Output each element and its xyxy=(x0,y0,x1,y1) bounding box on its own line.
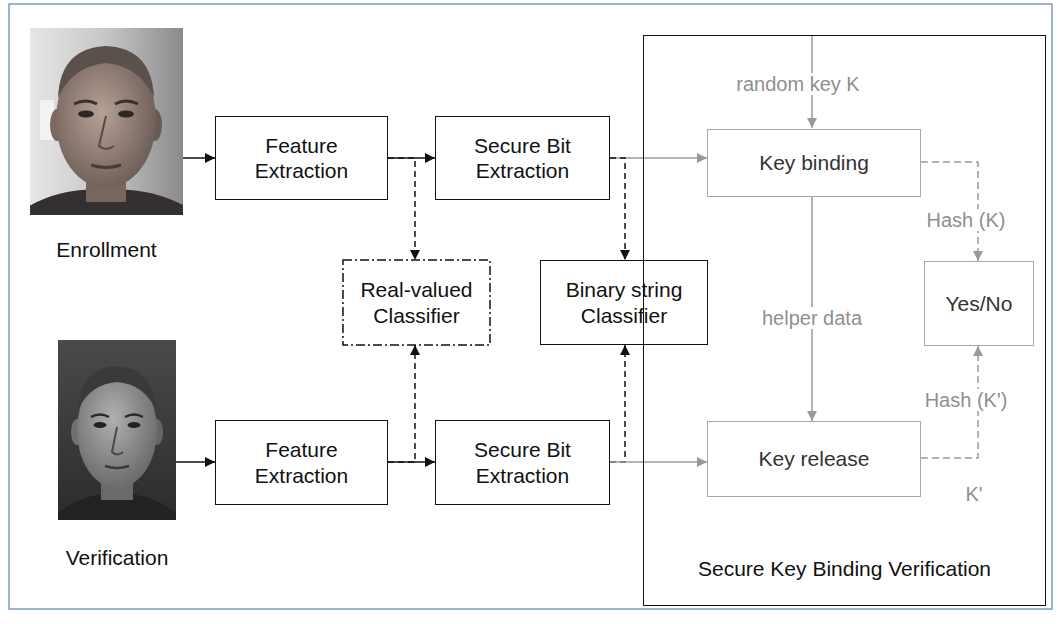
arrow-connector xyxy=(183,157,215,159)
decision-box: Yes/No xyxy=(924,261,1034,346)
arrow-connector xyxy=(176,461,215,463)
edge-label: helper data xyxy=(759,307,865,329)
edge-label-anchor: Hash (K') xyxy=(922,388,1011,412)
outer-frame xyxy=(9,4,1052,609)
process-box: Secure Bit Extraction xyxy=(435,116,610,200)
arrow-connector xyxy=(610,461,707,463)
process-box: Secure Bit Extraction xyxy=(435,420,610,505)
arrow-connector xyxy=(388,345,415,462)
verification-face-photo xyxy=(58,340,176,520)
node-text: Verification xyxy=(58,545,176,570)
process-box: Key binding xyxy=(707,129,921,197)
classifier-box: Real-valued Classifier xyxy=(343,260,490,345)
node-text: Feature Extraction xyxy=(224,437,379,487)
node-text: Secure Bit Extraction xyxy=(444,437,601,487)
face-photo: Verification xyxy=(58,340,176,580)
arrow-connector xyxy=(610,345,625,462)
node-text: Yes/No xyxy=(946,291,1013,316)
signal-label: random key K xyxy=(733,73,862,95)
edge-label: Hash (K) xyxy=(924,209,1009,231)
node-text: Enrollment xyxy=(30,237,183,262)
process-box: Feature Extraction xyxy=(215,116,388,200)
dashdot-outline xyxy=(343,260,490,345)
node-text: Secure Key Binding Verification xyxy=(698,556,991,581)
edge-label: Hash (K') xyxy=(922,389,1011,411)
classifier-box: Binary string Classifier xyxy=(540,260,708,345)
edge-label-anchor: helper data xyxy=(759,306,865,330)
node-text: Binary string Classifier xyxy=(549,277,699,327)
node-text: Secure Bit Extraction xyxy=(444,133,601,183)
process-box: Key release xyxy=(707,421,921,497)
arrow-connector xyxy=(610,158,625,260)
input-label: random key K xyxy=(733,72,862,96)
node-text: Real-valued Classifier xyxy=(351,277,482,327)
node-text: Key release xyxy=(759,446,870,471)
node-text: Feature Extraction xyxy=(224,133,379,183)
enrollment-face-photo xyxy=(30,28,183,215)
node-text: Key binding xyxy=(759,150,869,175)
arrow-connector xyxy=(388,461,435,463)
output-label: K' xyxy=(962,482,985,506)
signal-label: K' xyxy=(962,483,985,505)
face-photo: Enrollment xyxy=(30,28,183,268)
edge-label-anchor: Hash (K) xyxy=(924,208,1009,232)
process-box: Feature Extraction xyxy=(215,420,388,505)
arrow-connector xyxy=(388,158,415,260)
